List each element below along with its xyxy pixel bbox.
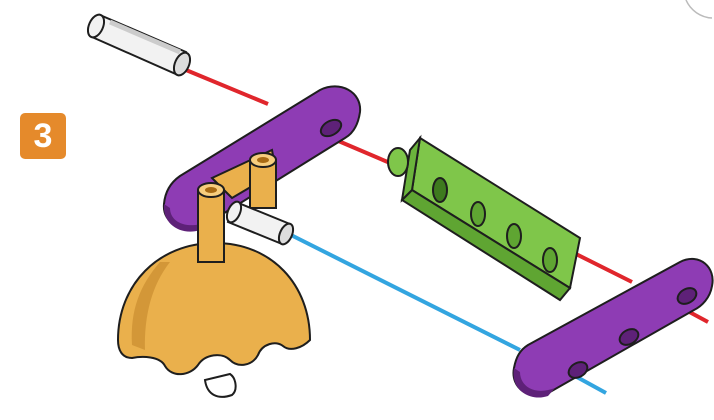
corner-circle-fragment: [686, 0, 712, 18]
white-pin-top: [85, 12, 194, 78]
orange-dome-base: [118, 243, 310, 397]
green-connector: [388, 138, 580, 300]
blue-axle-end: [575, 376, 606, 393]
red-axle-top: [186, 70, 268, 104]
